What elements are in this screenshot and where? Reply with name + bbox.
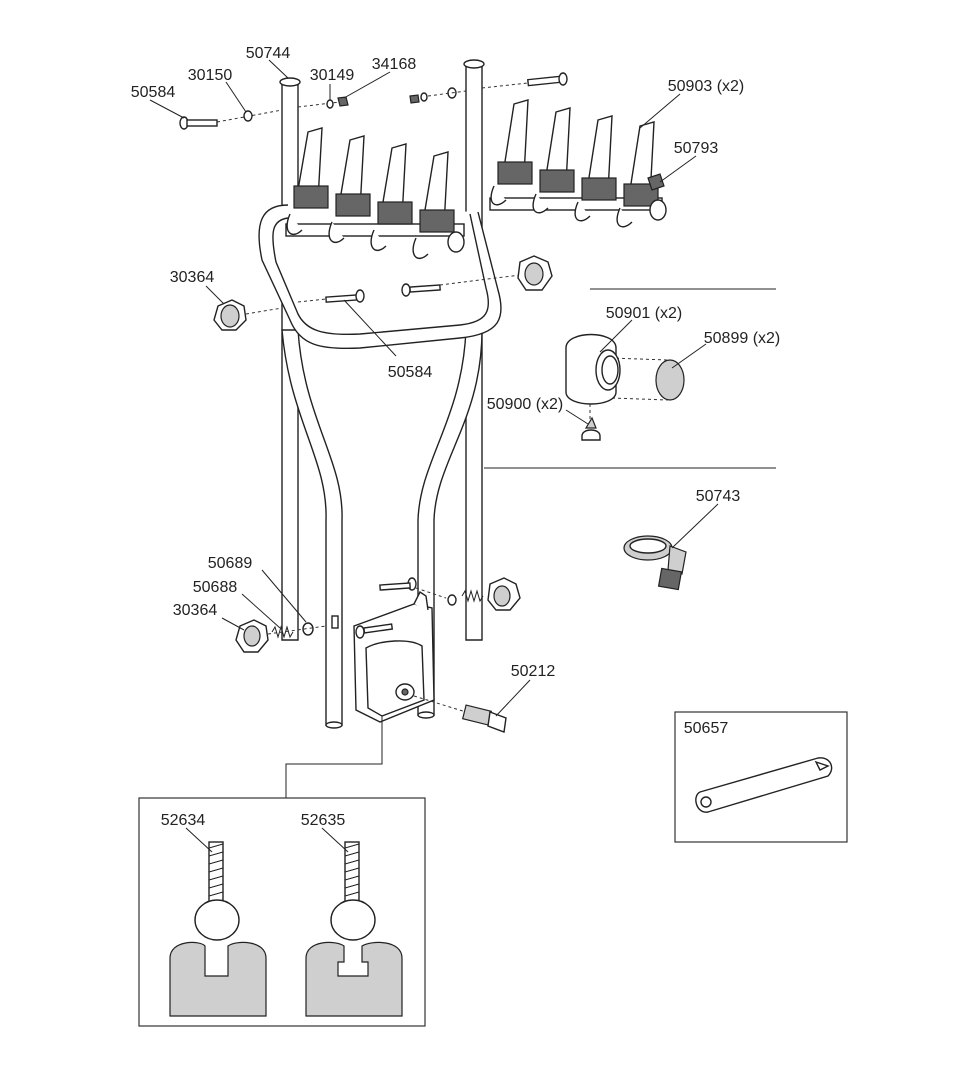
part-label-50901: 50901 (x2) xyxy=(606,305,683,322)
part-label-50584-top: 50584 xyxy=(131,84,176,101)
part-label-52635: 52635 xyxy=(301,812,346,829)
detail-leader xyxy=(285,716,383,798)
wrench xyxy=(695,757,833,813)
wrench-box xyxy=(674,711,848,843)
strap xyxy=(623,535,687,591)
part-label-34168: 34168 xyxy=(372,56,417,73)
part-label-50744: 50744 xyxy=(246,45,291,62)
main-frame xyxy=(258,59,663,729)
bike-clamps-left xyxy=(286,127,465,259)
bike-clamps-right xyxy=(490,99,667,228)
part-label-50899: 50899 (x2) xyxy=(704,330,781,347)
part-label-50743: 50743 xyxy=(696,488,741,505)
part-label-50689: 50689 xyxy=(208,555,253,572)
bolt-detail-box xyxy=(138,797,426,1027)
lower-hardware xyxy=(235,577,521,733)
part-label-30364-top: 30364 xyxy=(170,269,215,286)
part-label-50900: 50900 (x2) xyxy=(487,396,564,413)
part-label-52634: 52634 xyxy=(161,812,206,829)
bolt-52635 xyxy=(305,841,403,1017)
leader-lines xyxy=(149,59,719,853)
adapter-sleeve xyxy=(565,333,685,441)
part-label-50657: 50657 xyxy=(684,720,729,737)
mid-knobs xyxy=(213,255,553,331)
part-label-50903: 50903 (x2) xyxy=(668,78,745,95)
part-label-50793: 50793 xyxy=(674,140,719,157)
part-label-50212: 50212 xyxy=(511,663,556,680)
top-bolts xyxy=(179,72,568,130)
part-label-50688: 50688 xyxy=(193,579,238,596)
bolt-52634 xyxy=(169,841,267,1017)
part-label-30149: 30149 xyxy=(310,67,355,84)
part-label-50584-mid: 50584 xyxy=(388,364,433,381)
part-label-30150: 30150 xyxy=(188,67,233,84)
part-label-30364-bottom: 30364 xyxy=(173,602,218,619)
